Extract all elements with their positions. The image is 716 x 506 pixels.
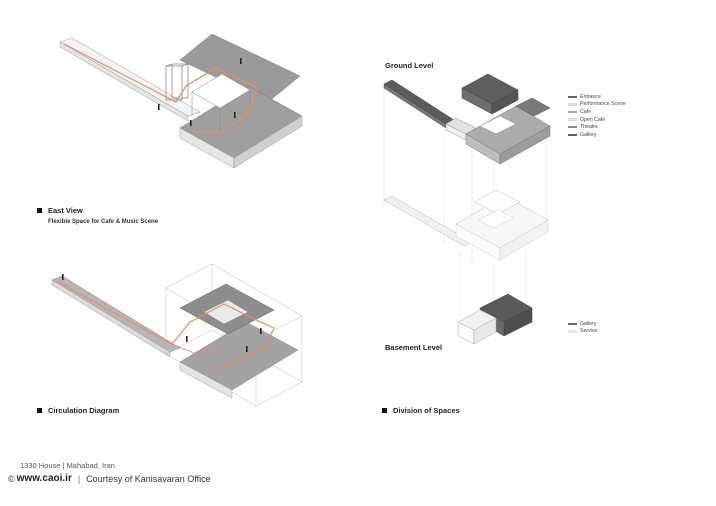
legend-item: Gallery [568, 320, 597, 328]
basement-legend: Gallery Service [568, 320, 597, 335]
legend-swatch [568, 103, 577, 106]
legend-swatch [568, 125, 577, 129]
east-view-people [158, 58, 242, 126]
east-view-frame [165, 63, 189, 101]
east-view-ramp [59, 37, 201, 117]
legend-swatch [568, 95, 577, 98]
legend-item: Open Cafe [568, 116, 626, 124]
bullet-square-icon [382, 408, 387, 413]
projection-lines [383, 88, 547, 324]
courtesy-text: Courtesy of Kanisavaran Office [86, 473, 211, 484]
legend-swatch [568, 133, 577, 136]
bullet-square-icon [37, 408, 42, 413]
legend-item: Gallery [568, 131, 626, 139]
east-view-title: East View [37, 206, 83, 215]
ground-level-title: Ground Level [385, 61, 434, 70]
legend-item: Service [568, 328, 597, 336]
east-view-circulation-path [63, 43, 259, 133]
division-title: Division of Spaces [382, 406, 460, 415]
bullet-square-icon [37, 208, 42, 213]
circulation-diagram [51, 263, 303, 407]
ground-theatre [515, 97, 551, 117]
legend-item: Theatre [568, 123, 626, 131]
east-view-subtitle: Flexible Space for Cafe & Music Scene [48, 219, 159, 225]
circulation-path [57, 281, 275, 369]
separator: | [77, 473, 81, 484]
copyright-line: © www.caoi.ir | Courtesy of Kanisavaran … [8, 473, 211, 484]
circulation-title: Circulation Diagram [37, 406, 119, 415]
middle-level-outline [383, 189, 549, 261]
circulation-people [62, 274, 262, 352]
site-link[interactable]: www.caoi.ir [16, 473, 72, 484]
copyright-icon: © [8, 473, 15, 484]
legend-swatch [568, 110, 577, 114]
legend-swatch [568, 330, 577, 333]
legend-item: Performance Scene [568, 101, 626, 109]
ground-legend: Entrance Performance Scene Cafe Open Caf… [568, 93, 626, 139]
project-credit: 1330 House | Mahabad, Iran [20, 461, 115, 470]
legend-swatch [568, 118, 577, 121]
east-view-diagram [59, 33, 303, 169]
legend-swatch [568, 322, 577, 325]
division-diagram [383, 73, 551, 345]
ground-entrance-ramp [383, 79, 455, 125]
legend-item: Cafe [568, 108, 626, 116]
basement-level-title: Basement Level [385, 343, 443, 352]
legend-item: Entrance [568, 93, 626, 101]
